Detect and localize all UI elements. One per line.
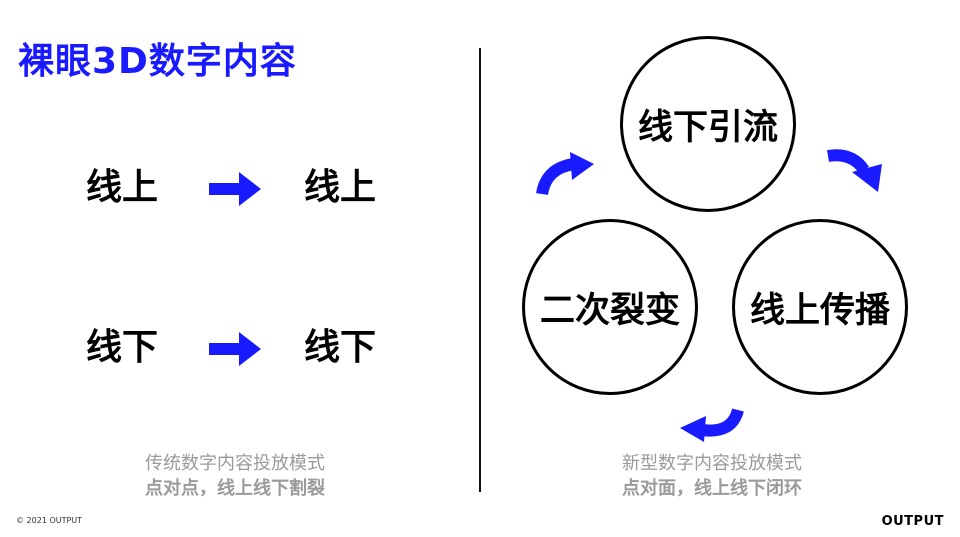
cycle-node-offline-traffic: 线下引流: [620, 36, 796, 212]
curved-arrow-icon: [536, 152, 594, 196]
flow-source-label: 线下: [86, 327, 159, 368]
flow-row-offline: 线下 线下: [0, 318, 470, 378]
flow-row-online: 线上 线上: [0, 158, 470, 218]
caption-traditional: 传统数字内容投放模式 点对点，线上线下割裂: [85, 452, 385, 502]
caption-subtitle: 点对点，线上线下割裂: [145, 478, 325, 499]
arrow-right-icon: [209, 172, 261, 206]
curved-arrow-icon: [827, 149, 882, 192]
cycle-node-online-spread: 线上传播: [732, 219, 908, 395]
caption-subtitle: 点对面，线上线下闭环: [622, 478, 802, 499]
caption-title: 新型数字内容投放模式: [622, 453, 802, 474]
cycle-node-label: 二次裂变: [539, 290, 680, 331]
copyright-text: © 2021 OUTPUT: [16, 516, 83, 525]
flow-target-label: 线上: [304, 167, 377, 208]
arrow-right-icon: [209, 332, 261, 366]
caption-new-model: 新型数字内容投放模式 点对面，线上线下闭环: [562, 452, 862, 502]
vertical-divider: [479, 48, 481, 492]
flow-source-label: 线上: [86, 167, 159, 208]
caption-title: 传统数字内容投放模式: [145, 453, 325, 474]
page-title: 裸眼3D数字内容: [18, 41, 297, 82]
cycle-node-secondary-fission: 二次裂变: [522, 219, 698, 395]
brand-logo: OUTPUT: [881, 514, 944, 529]
cycle-node-label: 线下引流: [637, 107, 778, 148]
flow-target-label: 线下: [304, 327, 377, 368]
cycle-node-label: 线上传播: [749, 290, 890, 331]
curved-arrow-icon: [680, 408, 744, 442]
